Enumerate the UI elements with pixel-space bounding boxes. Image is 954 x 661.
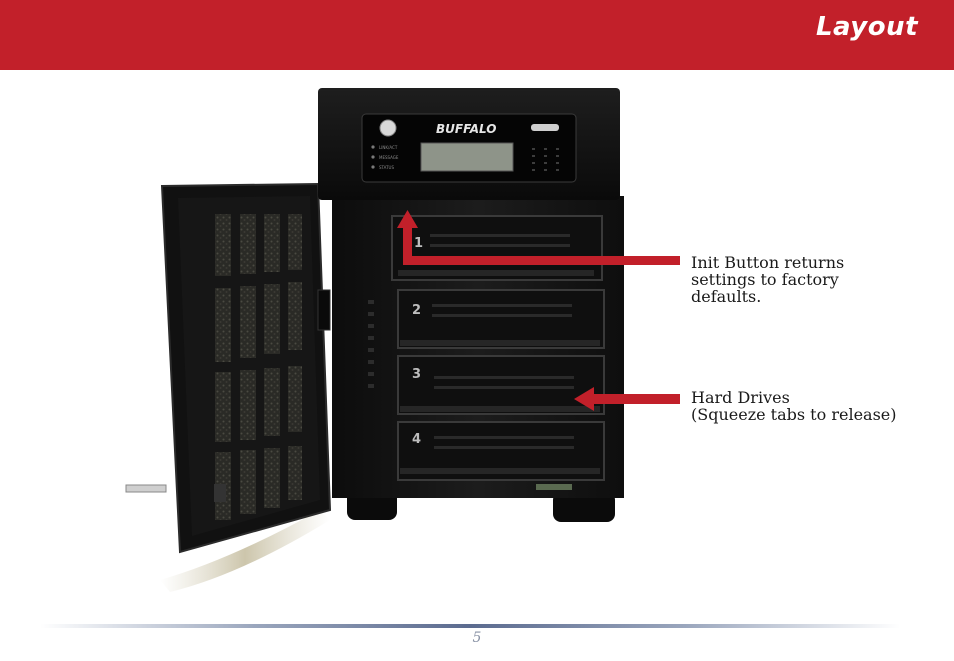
svg-text:1: 1 <box>414 236 423 251</box>
door-filter-grid <box>215 214 302 520</box>
door-foot <box>125 484 167 493</box>
init-button-callout: Init Button returns settings to factory … <box>691 254 844 305</box>
drive-bay-1[interactable] <box>391 215 603 281</box>
drive-bay-3[interactable] <box>397 355 605 415</box>
callout-line: (Squeeze tabs to release) <box>691 405 897 424</box>
brand-logo: BUFFALO <box>436 122 496 136</box>
side-vents <box>368 300 374 388</box>
callout-line: Hard Drives <box>691 388 790 407</box>
callout-line: settings to factory <box>691 270 839 289</box>
init-button-arrow <box>397 210 680 265</box>
front-door[interactable] <box>160 182 332 554</box>
power-button[interactable] <box>379 119 397 137</box>
page-number: 5 <box>472 630 482 646</box>
svg-text:4: 4 <box>412 432 421 447</box>
svg-text:STATUS: STATUS <box>379 165 394 170</box>
lcd-display <box>420 142 514 172</box>
svg-text:MESSAGE: MESSAGE <box>379 155 399 160</box>
door-latch <box>214 484 226 502</box>
hard-drives-callout: Hard Drives (Squeeze tabs to release) <box>691 389 897 423</box>
control-panel: BUFFALO LINK/ACT MESSAGE STATUS <box>361 113 577 183</box>
page-title: Layout <box>815 12 918 42</box>
svg-text:2: 2 <box>412 303 421 318</box>
drive-leds <box>532 148 559 171</box>
hard-drives-arrow <box>574 387 680 411</box>
callout-line: defaults. <box>691 287 762 306</box>
device-foot-right <box>553 492 615 522</box>
init-button[interactable] <box>531 124 559 131</box>
callout-line: Init Button returns <box>691 253 845 272</box>
floor-shadow <box>160 510 330 592</box>
drive-bay-2[interactable] <box>397 289 605 349</box>
svg-text:LINK/ACT: LINK/ACT <box>379 145 398 150</box>
header-bar: Layout <box>0 0 954 70</box>
footer-divider <box>40 624 900 628</box>
drive-bay-numbers: 1 2 3 4 <box>412 236 423 447</box>
svg-text:3: 3 <box>412 367 421 382</box>
bottom-label <box>536 484 572 490</box>
status-leds: LINK/ACT MESSAGE STATUS <box>371 145 399 170</box>
drive-bay-4[interactable] <box>397 421 605 481</box>
